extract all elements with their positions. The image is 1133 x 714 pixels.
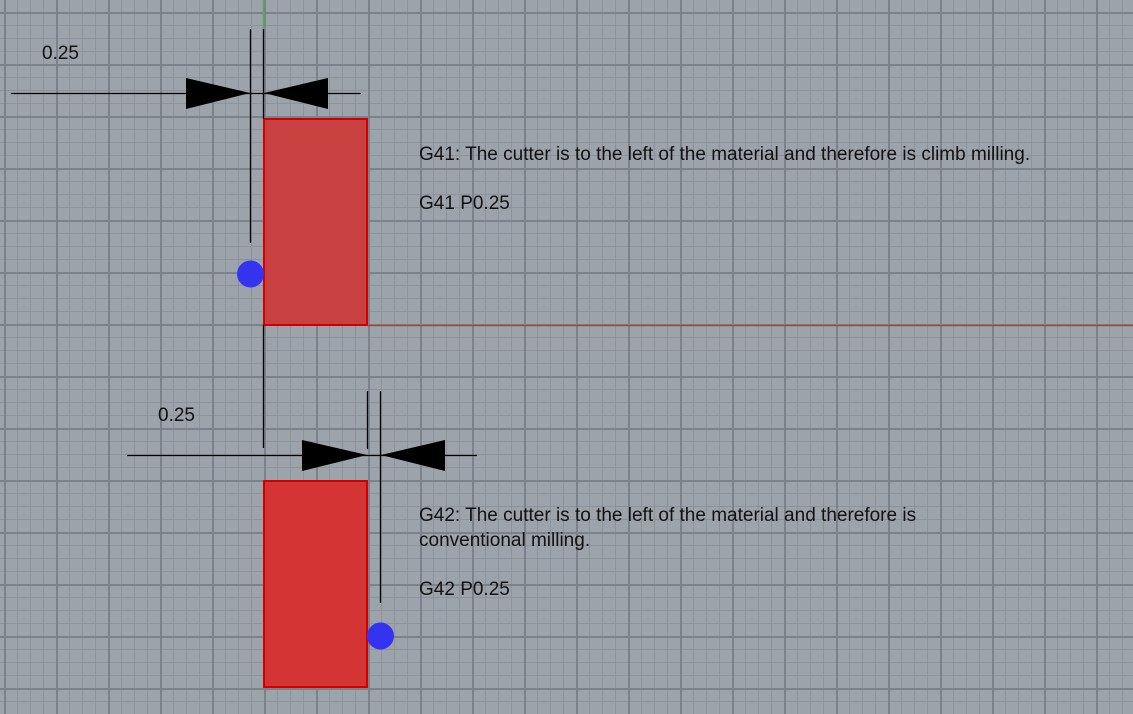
g41-arrow-left-icon (264, 78, 328, 109)
g41-material-block[interactable] (263, 118, 368, 326)
g41-code: G41 P0.25 (419, 193, 510, 214)
g42-dimension-label: 0.25 (158, 405, 195, 426)
g42-code: G42 P0.25 (419, 579, 510, 600)
g42-arrow-right-icon (302, 440, 367, 471)
g41-diagram (11, 29, 368, 448)
g42-arrow-left-icon (381, 440, 445, 471)
g41-description: G41: The cutter is to the left of the ma… (419, 144, 1031, 165)
g42-description-line1: G42: The cutter is to the left of the ma… (419, 505, 917, 526)
g42-cutter-icon[interactable] (367, 622, 394, 650)
g41-dimension-label: 0.25 (42, 43, 79, 64)
g42-diagram (127, 391, 477, 688)
g42-description-line2: conventional milling. (419, 530, 591, 551)
g41-arrow-right-icon (186, 78, 250, 109)
g41-cutter-icon[interactable] (237, 260, 264, 288)
g42-material-block[interactable] (263, 480, 368, 688)
